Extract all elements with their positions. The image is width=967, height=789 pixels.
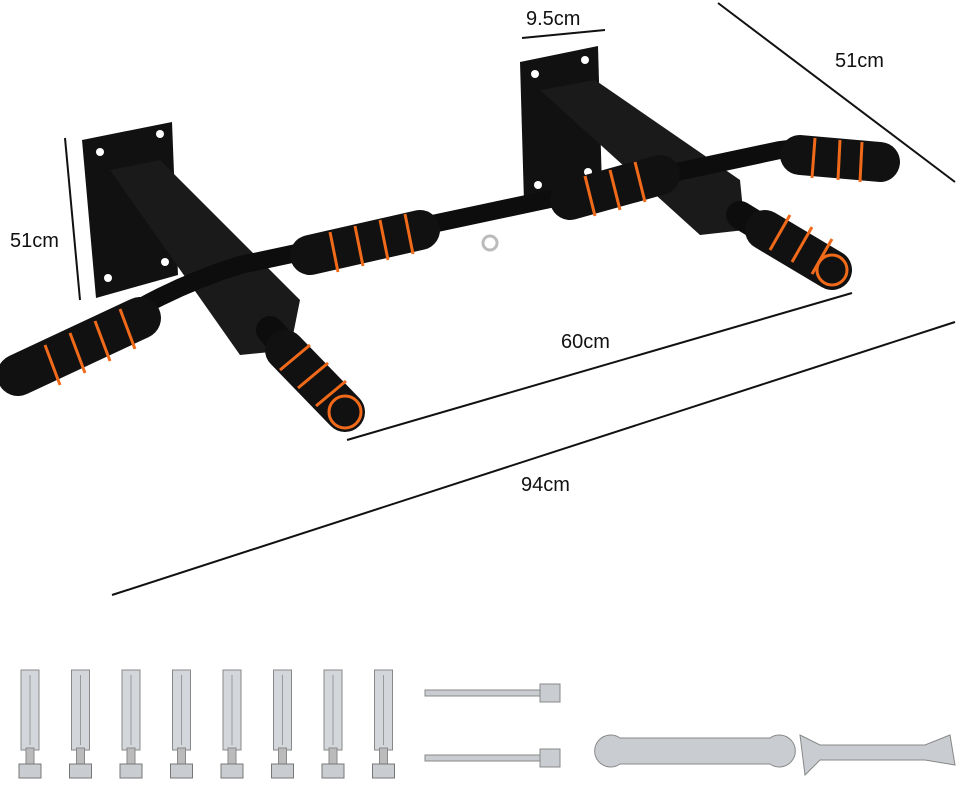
long-bolt-nut <box>539 683 561 703</box>
dim-line-depth <box>717 2 956 183</box>
grip-right-handle <box>745 210 852 290</box>
grip-center-left <box>290 210 440 275</box>
long-bolts <box>424 683 561 768</box>
dim-line-total-width <box>111 321 956 596</box>
left-arm <box>110 160 300 355</box>
label-depth: 51cm <box>835 50 884 72</box>
label-inner-width: 60cm <box>561 331 610 353</box>
grip-center-right <box>550 155 680 220</box>
grip-left-end <box>0 297 161 396</box>
right-arm <box>540 80 745 235</box>
anchor-bolt <box>170 669 193 779</box>
dim-line-inner-width <box>346 292 853 441</box>
anchor-bolt <box>220 669 244 779</box>
grip-left-handle <box>265 330 365 432</box>
wrenches <box>594 734 956 777</box>
anchor-bolt <box>18 669 42 779</box>
open-wrench <box>799 734 956 777</box>
label-total-width: 94cm <box>521 474 570 496</box>
dim-line-height <box>64 137 81 301</box>
dimension-lines <box>64 2 956 596</box>
anchor-bolts <box>18 669 395 779</box>
box-wrench <box>594 734 796 768</box>
grip-right-end <box>780 135 900 183</box>
hook-ring <box>481 234 499 252</box>
anchor-bolt <box>119 669 143 779</box>
foam-grips <box>0 135 900 432</box>
anchor-bolt <box>321 669 345 779</box>
label-height: 51cm <box>10 230 59 252</box>
label-bracket-width: 9.5cm <box>526 8 581 30</box>
anchor-bolt <box>271 669 294 779</box>
anchor-bolt <box>69 669 92 779</box>
wall-brackets <box>82 46 745 355</box>
long-bolt-nut <box>539 748 561 768</box>
anchor-bolt <box>372 669 395 779</box>
dim-line-bracket-width <box>521 29 606 39</box>
